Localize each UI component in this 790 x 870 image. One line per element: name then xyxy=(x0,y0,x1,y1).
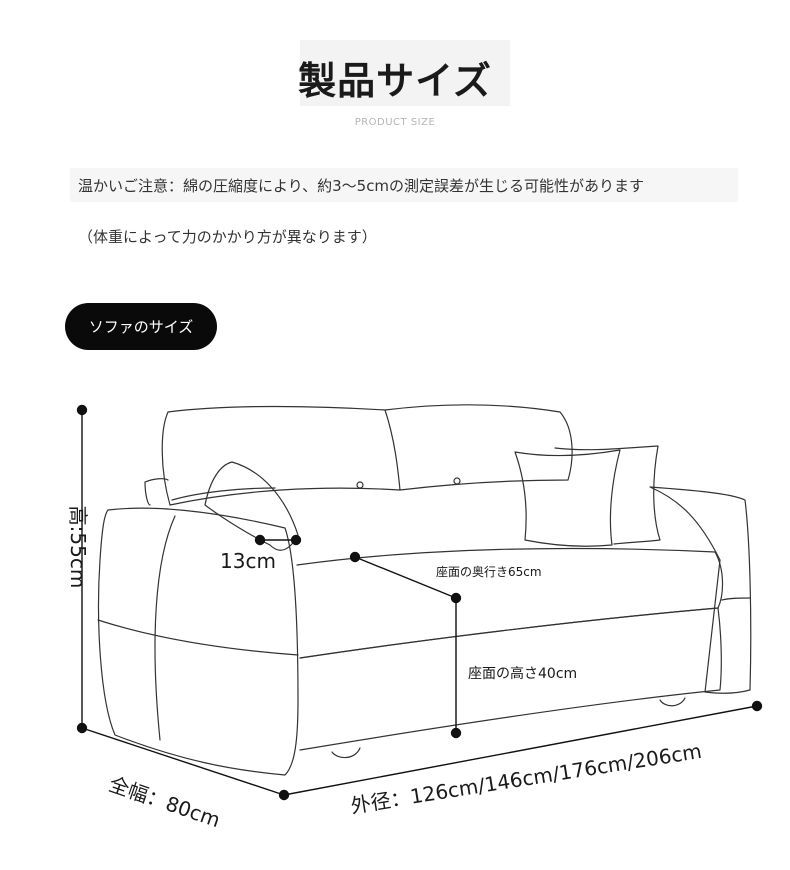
notice-background xyxy=(70,168,738,202)
page-subtitle: PRODUCT SIZE xyxy=(354,117,436,128)
section-badge: ソファのサイズ xyxy=(65,303,217,350)
section-badge-label: ソファのサイズ xyxy=(88,318,194,336)
title-background xyxy=(300,40,510,106)
height-label: 高:55cm xyxy=(66,505,90,589)
armrest-width-label: 13cm xyxy=(220,549,276,573)
page-title: 製品サイズ xyxy=(298,59,492,103)
sofa-outline xyxy=(97,404,752,776)
seat-depth-label: 座面の奥行き65cm xyxy=(436,565,542,579)
seat-height-label: 座面の高さ40cm xyxy=(468,666,578,682)
notice-line-1: 温かいご注意：綿の圧縮度により、約3～5cmの測定誤差が生じる可能性があります xyxy=(78,177,645,195)
dimension-lines xyxy=(76,404,763,801)
notice-line-2: （体重によって力のかかり方が異なります） xyxy=(78,228,377,246)
